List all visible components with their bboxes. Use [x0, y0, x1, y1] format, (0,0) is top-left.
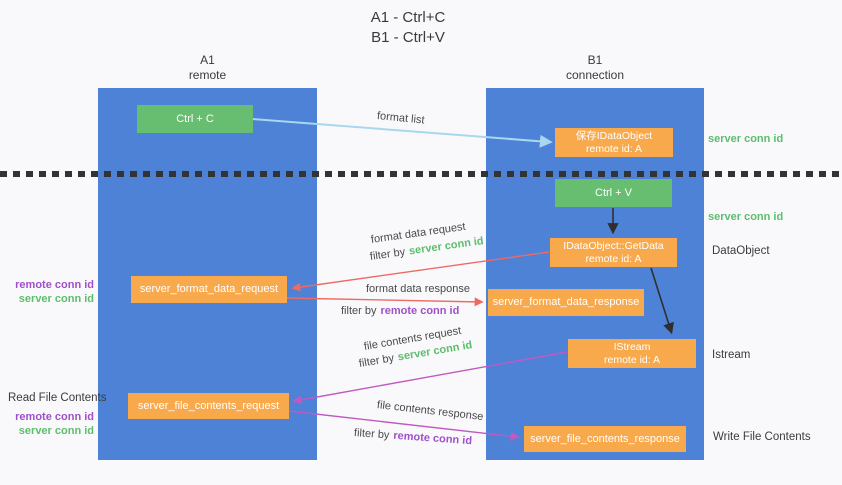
node-ctrl-c-label: Ctrl + C: [176, 112, 214, 125]
label-server-conn-id-2: server conn id: [18, 425, 94, 437]
title-line-2: B1 - Ctrl+V: [371, 29, 445, 46]
left-conn-id-group-2: remote conn id server conn id: [0, 410, 94, 438]
filter-by-text-4: filter by: [353, 427, 390, 442]
label-server-conn-id-1: server conn id: [18, 293, 94, 305]
left-conn-id-group-1: remote conn id server conn id: [0, 278, 94, 306]
lane-b1-subtitle: connection: [565, 68, 625, 82]
label-read-file-contents: Read File Contents: [8, 392, 107, 404]
node-server-format-data-response: server_format_data_response: [488, 289, 644, 316]
label-server-conn-id-top: server conn id: [708, 133, 784, 145]
node-idataobject-getdata-line2: remote id: A: [585, 252, 642, 265]
lane-b1-title: B1: [587, 53, 603, 67]
filter-by-text-3: filter by: [358, 352, 395, 370]
node-ctrl-v-label: Ctrl + V: [595, 186, 632, 199]
node-server-format-data-request: server_format_data_request: [131, 276, 287, 303]
node-istream-line1: IStream: [613, 340, 651, 353]
arrow-label-format-data-response: format data response: [366, 283, 470, 295]
label-remote-conn-id-1: remote conn id: [15, 279, 94, 291]
node-ctrl-c: Ctrl + C: [137, 105, 253, 133]
filter-by-text-2: filter by: [341, 305, 377, 317]
node-save-idataobject: 保存IDataObject remote id: A: [555, 128, 673, 157]
dashed-separator: [0, 171, 842, 177]
arrow-label-format-list: format list: [376, 110, 426, 127]
label-server-conn-id-mid: server conn id: [708, 211, 784, 223]
node-istream-line2: remote id: A: [603, 353, 661, 366]
label-dataobject: DataObject: [712, 245, 770, 257]
node-server-file-contents-request-label: server_file_contents_request: [137, 399, 280, 412]
diagram-title: A1 - Ctrl+C B1 - Ctrl+V: [298, 8, 518, 48]
filter-key-remote-conn-2: remote conn id: [392, 429, 473, 448]
arrow-label-file-contents-response: file contents response: [376, 399, 485, 424]
node-server-file-contents-response: server_file_contents_response: [524, 426, 686, 452]
node-idataobject-getdata: IDataObject::GetData remote id: A: [550, 238, 677, 267]
node-idataobject-getdata-line1: IDataObject::GetData: [563, 239, 664, 252]
node-server-format-data-request-label: server_format_data_request: [139, 283, 279, 295]
lane-a1-title: A1: [200, 53, 215, 67]
lane-b1-header: B1 connection: [486, 53, 704, 83]
node-save-idataobject-line1: 保存IDataObject: [575, 129, 653, 142]
node-ctrl-v: Ctrl + V: [555, 179, 672, 207]
node-server-file-contents-request: server_file_contents_request: [128, 393, 289, 419]
lane-a1-subtitle: remote: [188, 68, 227, 82]
node-server-file-contents-response-label: server_file_contents_response: [530, 432, 680, 445]
label-write-file-contents: Write File Contents: [713, 431, 811, 443]
title-line-1: A1 - Ctrl+C: [370, 9, 446, 26]
node-server-format-data-response-label: server_format_data_response: [492, 296, 640, 308]
node-istream: IStream remote id: A: [568, 339, 696, 368]
node-save-idataobject-line2: remote id: A: [585, 142, 643, 155]
filter-key-remote-conn-1: remote conn id: [380, 305, 460, 317]
lane-a1-header: A1 remote: [98, 53, 317, 83]
filter-by-text-1: filter by: [369, 246, 406, 263]
label-remote-conn-id-2: remote conn id: [15, 411, 94, 423]
label-istream: Istream: [712, 349, 751, 361]
